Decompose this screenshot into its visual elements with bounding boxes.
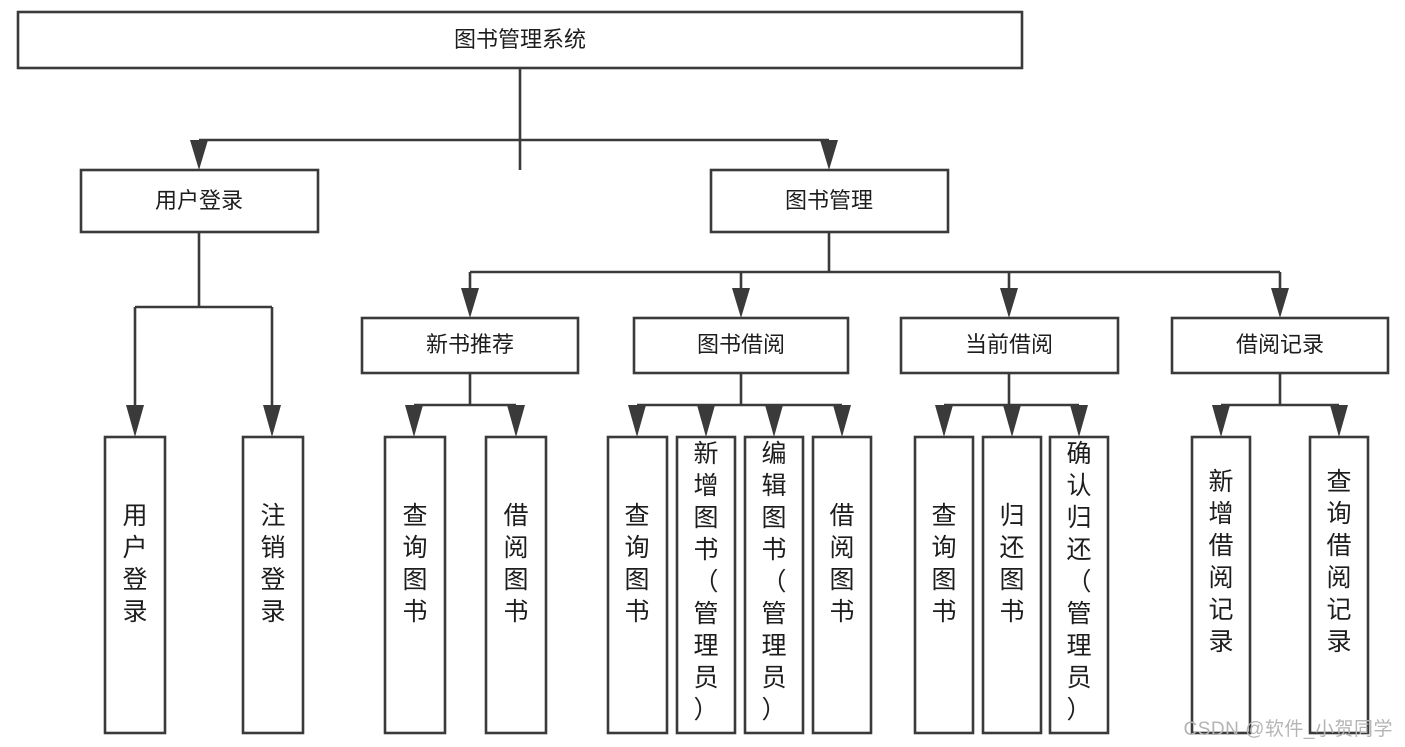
arrow-to-borrow-record — [1271, 288, 1289, 318]
node-leaf-confirm-return-label: 确认归还（管理员） — [1066, 440, 1091, 724]
node-leaf-query-book-2-label: 查询图书 — [624, 502, 649, 626]
node-book-manage-label: 图书管理 — [785, 188, 873, 213]
arrow-to-leaf-logout — [263, 405, 281, 437]
node-user-login-box[interactable] — [79, 168, 320, 234]
node-book-manage[interactable]: 图书管理 — [709, 168, 950, 234]
connector-group-book-manage — [461, 232, 1289, 318]
arrow-to-leaf-add-record — [1212, 405, 1230, 437]
node-new-book-recommend-label: 新书推荐 — [426, 332, 514, 357]
connector-group-user-login — [126, 232, 281, 437]
arrow-to-user-login — [190, 140, 208, 170]
arrow-to-leaf-add-book — [697, 405, 715, 437]
node-book-borrow[interactable]: 图书借阅 — [632, 316, 850, 375]
node-leaf-add-book[interactable]: 新增图书（管理员） — [675, 435, 737, 735]
node-root[interactable]: 图书管理系统 — [16, 10, 1024, 70]
node-leaf-query-book-3[interactable]: 查询图书 — [913, 435, 975, 735]
node-leaf-query-book-1-label: 查询图书 — [402, 502, 427, 626]
node-new-book-recommend[interactable]: 新书推荐 — [360, 316, 580, 375]
node-leaf-borrow-book-2-label: 借阅图书 — [829, 502, 854, 626]
node-book-borrow-box[interactable] — [632, 316, 850, 375]
node-borrow-record-box[interactable] — [1170, 316, 1390, 375]
arrow-to-leaf-borrow-book-1 — [507, 405, 525, 437]
node-book-borrow-label: 图书借阅 — [697, 332, 785, 357]
node-leaf-add-record-box[interactable] — [1190, 435, 1252, 735]
node-leaf-edit-book-label: 编辑图书（管理员） — [761, 440, 786, 724]
node-leaf-query-book-1[interactable]: 查询图书 — [383, 435, 447, 735]
node-root-label: 图书管理系统 — [454, 27, 586, 52]
node-new-book-recommend-box[interactable] — [360, 316, 580, 375]
arrow-to-leaf-edit-book — [765, 405, 783, 437]
arrow-to-book-borrow — [732, 288, 750, 318]
connector-group-current-borrow — [935, 373, 1088, 437]
node-leaf-borrow-book-2[interactable]: 借阅图书 — [811, 435, 873, 735]
node-borrow-record[interactable]: 借阅记录 — [1170, 316, 1390, 375]
node-leaf-add-record-label: 新增借阅记录 — [1208, 468, 1233, 656]
node-user-login-label: 用户登录 — [155, 188, 243, 213]
node-leaf-borrow-book-1-label: 借阅图书 — [503, 502, 528, 626]
node-leaf-edit-book-box[interactable] — [743, 435, 805, 735]
arrow-to-leaf-return-book — [1003, 405, 1021, 437]
connector-group-root — [190, 68, 838, 170]
node-leaf-return-book-box[interactable] — [981, 435, 1043, 735]
node-borrow-record-label: 借阅记录 — [1236, 332, 1324, 357]
node-leaf-return-book[interactable]: 归还图书 — [981, 435, 1043, 735]
arrow-to-book-manage — [820, 140, 838, 170]
arrow-to-leaf-query-book-3 — [935, 405, 953, 437]
node-leaf-query-book-1-box[interactable] — [383, 435, 447, 735]
node-leaf-return-book-label: 归还图书 — [999, 502, 1024, 626]
node-leaf-query-record[interactable]: 查询借阅记录 — [1308, 435, 1370, 735]
node-book-manage-box[interactable] — [709, 168, 950, 234]
arrow-to-leaf-query-record — [1330, 405, 1348, 437]
node-leaf-query-record-label: 查询借阅记录 — [1326, 468, 1351, 656]
node-leaf-borrow-book-1-box[interactable] — [484, 435, 548, 735]
node-leaf-user-login[interactable]: 用户登录 — [103, 435, 167, 735]
arrow-to-leaf-query-book-1 — [405, 405, 423, 437]
node-leaf-confirm-return-box[interactable] — [1048, 435, 1110, 735]
node-current-borrow-box[interactable] — [899, 316, 1120, 375]
arrow-to-leaf-borrow-book-2 — [833, 405, 851, 437]
node-leaf-borrow-book-2-box[interactable] — [811, 435, 873, 735]
node-leaf-user-login-box[interactable] — [103, 435, 167, 735]
node-root-box[interactable] — [16, 10, 1024, 70]
node-leaf-query-book-2[interactable]: 查询图书 — [606, 435, 669, 735]
connector-group-book-borrow — [628, 373, 851, 437]
arrow-to-current-borrow — [1000, 288, 1018, 318]
arrow-to-leaf-confirm-return — [1070, 405, 1088, 437]
node-leaf-query-book-2-box[interactable] — [606, 435, 669, 735]
node-leaf-user-login-label: 用户登录 — [122, 502, 147, 626]
connector-group-new-book-recommend — [405, 373, 525, 437]
node-leaf-query-book-3-box[interactable] — [913, 435, 975, 735]
node-leaf-logout-label: 注销登录 — [260, 502, 285, 626]
node-leaf-query-book-3-label: 查询图书 — [931, 502, 956, 626]
node-leaf-confirm-return[interactable]: 确认归还（管理员） — [1048, 435, 1110, 735]
node-leaf-logout[interactable]: 注销登录 — [241, 435, 305, 735]
node-leaf-borrow-book-1[interactable]: 借阅图书 — [484, 435, 548, 735]
node-user-login[interactable]: 用户登录 — [79, 168, 320, 234]
node-current-borrow-label: 当前借阅 — [965, 332, 1053, 357]
connector-group-borrow-record — [1212, 373, 1348, 437]
node-leaf-query-record-box[interactable] — [1308, 435, 1370, 735]
arrow-to-leaf-user-login — [126, 405, 144, 437]
node-current-borrow[interactable]: 当前借阅 — [899, 316, 1120, 375]
arrow-to-new-book-recommend — [461, 288, 479, 318]
arrow-to-leaf-query-book-2 — [628, 405, 646, 437]
node-leaf-logout-box[interactable] — [241, 435, 305, 735]
node-leaf-edit-book[interactable]: 编辑图书（管理员） — [743, 435, 805, 735]
node-leaf-add-record[interactable]: 新增借阅记录 — [1190, 435, 1252, 735]
node-leaf-add-book-label: 新增图书（管理员） — [693, 440, 718, 724]
node-leaf-add-book-box[interactable] — [675, 435, 737, 735]
